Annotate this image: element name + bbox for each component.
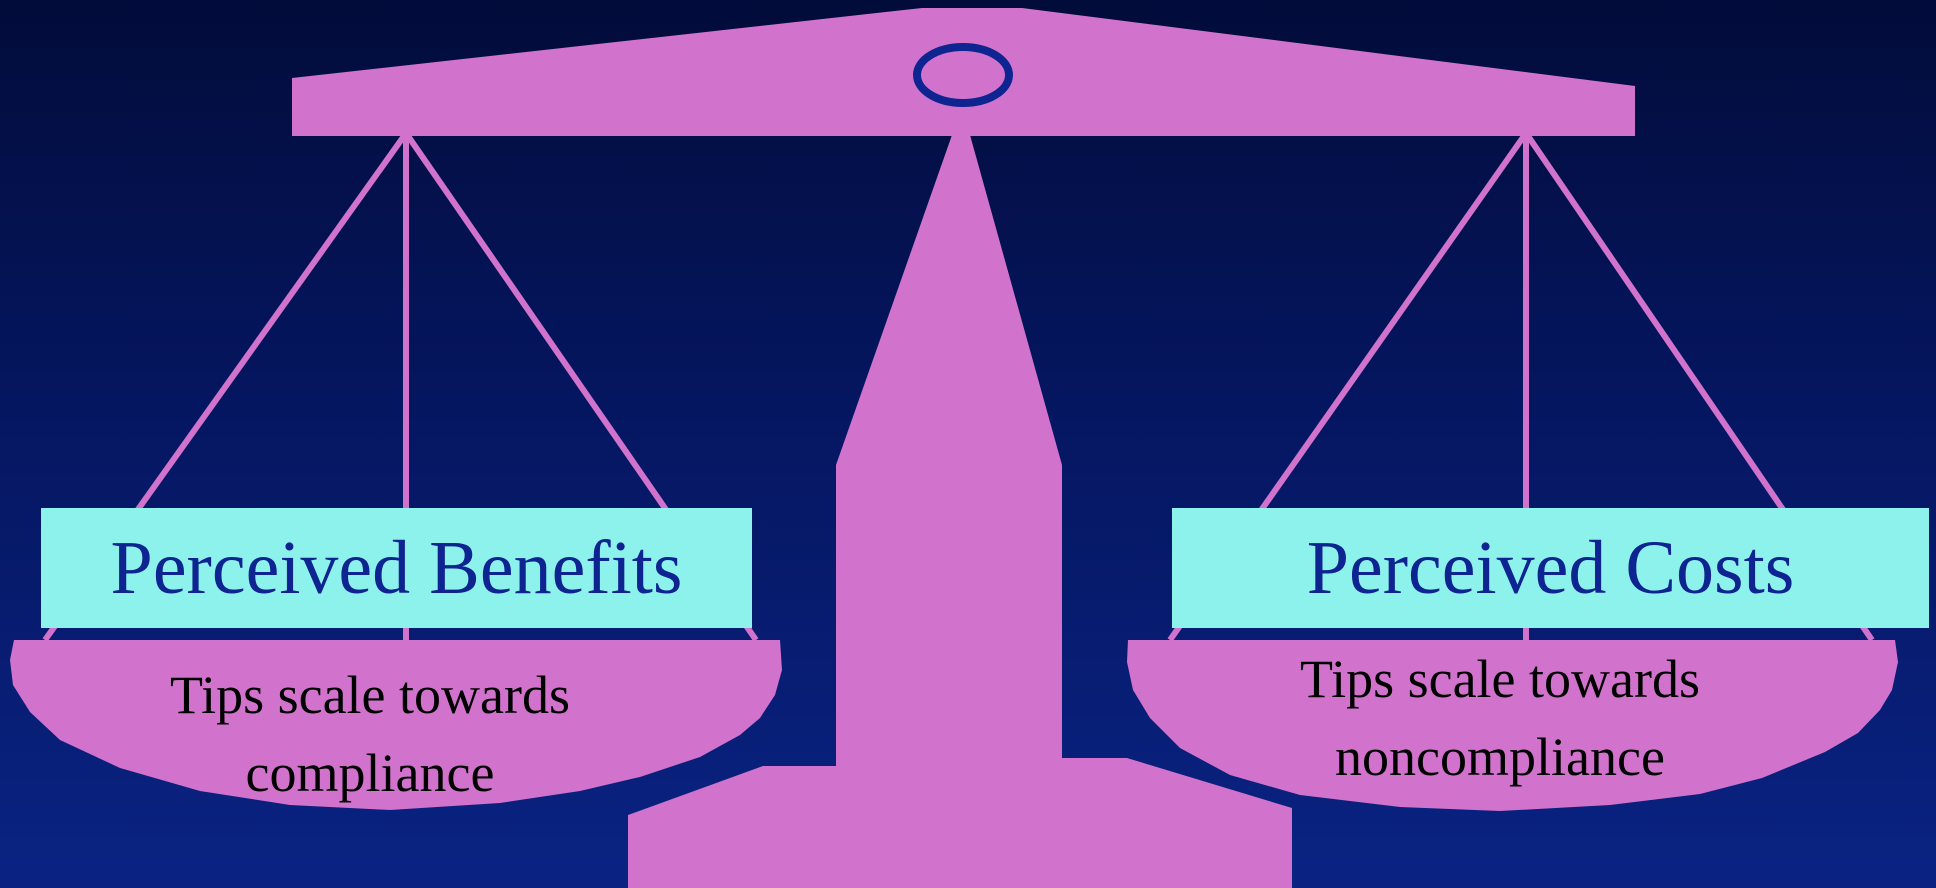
scale-beam [292, 8, 1635, 136]
left-pan-caption: Tips scale towards compliance [120, 656, 620, 812]
right-pan-caption-line1: Tips scale towards [1250, 640, 1750, 718]
left-pan-caption-line2: compliance [120, 734, 620, 812]
right-pan-caption-line2: noncompliance [1250, 718, 1750, 796]
perceived-costs-text: Perceived Costs [1307, 530, 1795, 606]
perceived-benefits-label: Perceived Benefits [41, 508, 752, 628]
perceived-benefits-text: Perceived Benefits [111, 530, 683, 606]
left-pan-caption-line1: Tips scale towards [120, 656, 620, 734]
perceived-costs-label: Perceived Costs [1172, 508, 1929, 628]
right-pan-caption: Tips scale towards noncompliance [1250, 640, 1750, 796]
